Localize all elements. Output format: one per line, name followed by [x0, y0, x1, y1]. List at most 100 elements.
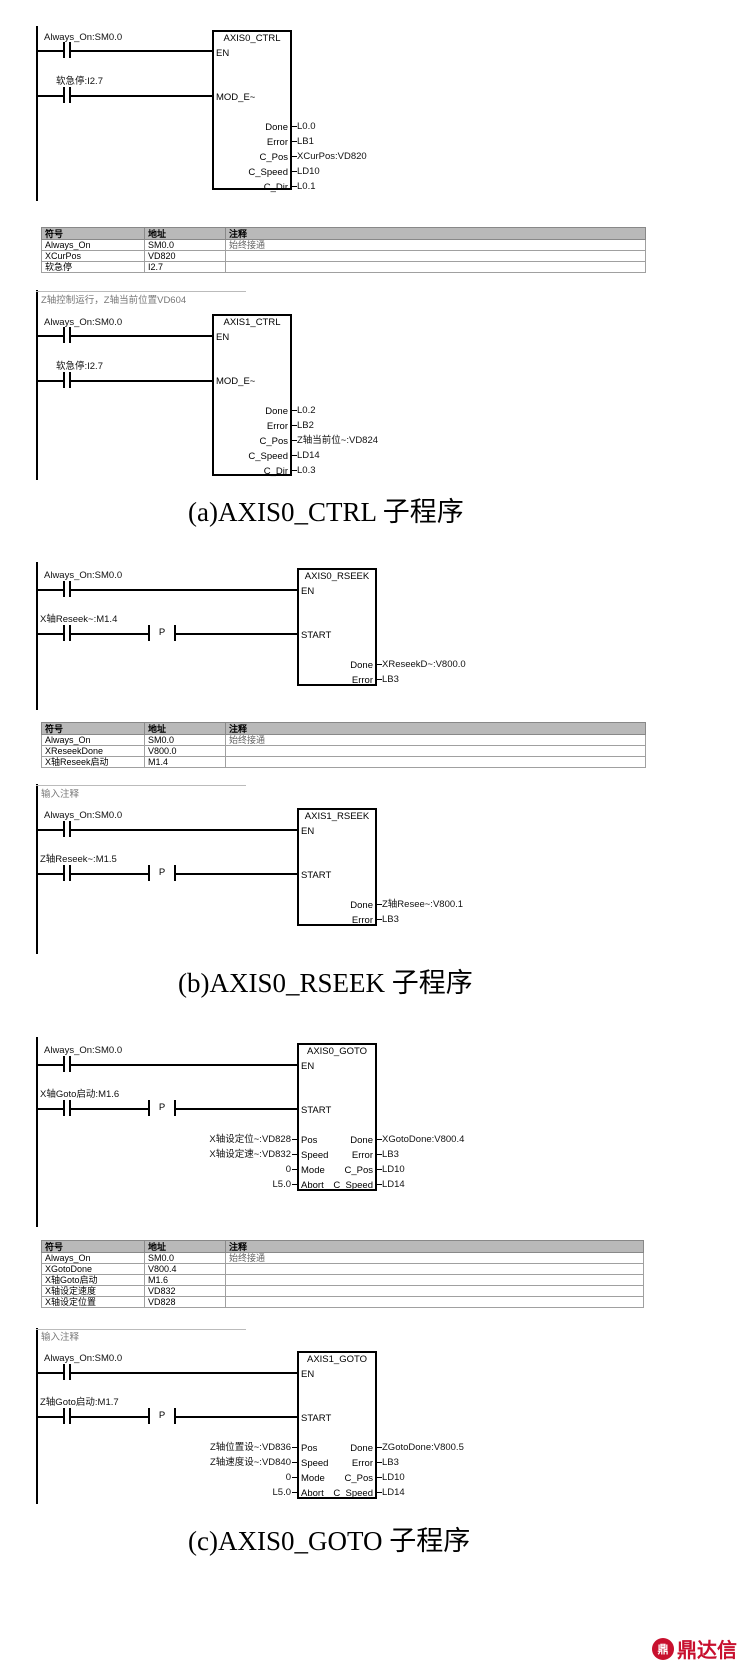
cell: V800.4 — [144, 1263, 226, 1275]
no-contact[interactable] — [63, 581, 71, 597]
wire — [71, 633, 149, 635]
pin-in: Abort — [301, 1488, 324, 1499]
no-contact[interactable] — [63, 1056, 71, 1072]
pin-stub — [291, 141, 297, 142]
no-contact[interactable] — [63, 327, 71, 343]
cell — [225, 1274, 644, 1286]
output-operand: LD10 — [382, 1164, 405, 1175]
function-block[interactable]: AXIS0_RSEEK EN START Done Error — [297, 568, 377, 686]
power-rail — [36, 1037, 38, 1227]
comment-divider — [36, 1329, 246, 1330]
pin-stub — [376, 1462, 382, 1463]
wire — [36, 50, 63, 52]
contact-label: X轴Goto启动:M1.6 — [40, 1089, 120, 1100]
contact-label: Z轴Reseek~:M1.5 — [40, 854, 117, 865]
output-operand: L0.1 — [297, 181, 316, 192]
pin-out: Error — [351, 915, 373, 926]
pin-out: Done — [350, 660, 373, 671]
contact-label: Always_On:SM0.0 — [44, 1353, 123, 1364]
pin-stub — [376, 1139, 382, 1140]
cell — [225, 1296, 644, 1308]
output-operand: L0.0 — [297, 121, 316, 132]
pin-stub — [376, 1154, 382, 1155]
table-row[interactable]: Always_On SM0.0 始终接通 — [41, 734, 646, 746]
pin-in: Pos — [301, 1135, 318, 1146]
positive-edge-contact[interactable]: P — [148, 1408, 176, 1424]
no-contact[interactable] — [63, 87, 71, 103]
logo-icon: 鼎 — [652, 1637, 674, 1660]
function-block[interactable]: AXIS0_GOTO EN START Pos Speed Mode Abort… — [297, 1043, 377, 1191]
pin-stub — [291, 425, 297, 426]
pin-stub — [291, 126, 297, 127]
column-header: 符号 — [41, 722, 145, 735]
table-row[interactable]: Always_On SM0.0 始终接通 — [41, 239, 646, 251]
cell: XGotoDone — [41, 1263, 145, 1275]
table-row[interactable]: X轴Goto启动 M1.6 — [41, 1274, 644, 1286]
no-contact[interactable] — [63, 42, 71, 58]
cell: XReseekDone — [41, 745, 145, 757]
symbol-table: 符号 地址 注释 Always_On SM0.0 始终接通 XCurPos VD… — [41, 227, 646, 273]
no-contact[interactable] — [63, 1408, 71, 1424]
table-row[interactable]: Always_On SM0.0 始终接通 — [41, 1252, 644, 1264]
no-contact[interactable] — [63, 865, 71, 881]
cell: VD820 — [144, 250, 226, 262]
no-contact[interactable] — [63, 1364, 71, 1380]
positive-edge-contact[interactable]: P — [148, 1100, 176, 1116]
table-row[interactable]: X轴设定位置 VD828 — [41, 1296, 644, 1308]
no-contact[interactable] — [63, 821, 71, 837]
wire — [71, 95, 213, 97]
positive-edge-contact[interactable]: P — [148, 625, 176, 641]
power-rail — [36, 562, 38, 710]
contact-label: X轴Reseek~:M1.4 — [40, 614, 118, 625]
pin-out: Done — [350, 1443, 373, 1454]
pin-in: Speed — [301, 1150, 329, 1161]
block-title: AXIS1_GOTO — [306, 1354, 367, 1365]
pin-stub — [376, 904, 382, 905]
pin-out: Done — [350, 900, 373, 911]
symbol-table: 符号 地址 注释 Always_On SM0.0 始终接通 XReseekDon… — [41, 722, 646, 768]
cell: SM0.0 — [144, 239, 226, 251]
no-contact[interactable] — [63, 372, 71, 388]
power-rail — [36, 784, 38, 954]
table-row[interactable]: X轴设定速度 VD832 — [41, 1285, 644, 1297]
no-contact[interactable] — [63, 1100, 71, 1116]
wire — [36, 380, 63, 382]
contact-label: Always_On:SM0.0 — [44, 810, 123, 821]
table-row[interactable]: XGotoDone V800.4 — [41, 1263, 644, 1275]
network-comment: 输入注释 — [41, 789, 80, 800]
table-row[interactable]: XReseekDone V800.0 — [41, 745, 646, 757]
pin-en: EN — [301, 826, 315, 837]
caption-a: (a)AXIS0_CTRL 子程序 — [188, 497, 464, 527]
cell: 始终接通 — [225, 734, 646, 746]
pin-stub — [376, 919, 382, 920]
function-block[interactable]: AXIS1_GOTO EN START Pos Speed Mode Abort… — [297, 1351, 377, 1499]
pin-out: Error — [351, 1150, 373, 1161]
cell — [225, 250, 646, 262]
no-contact[interactable] — [63, 625, 71, 641]
output-operand: XCurPos:VD820 — [297, 151, 367, 162]
table-row[interactable]: XCurPos VD820 — [41, 250, 646, 262]
pin-stub — [292, 1154, 298, 1155]
wire — [71, 1416, 149, 1418]
function-block[interactable]: AXIS1_RSEEK EN START Done Error — [297, 808, 377, 926]
pin-en: EN — [301, 1061, 315, 1072]
table-row[interactable]: X轴Reseek启动 M1.4 — [41, 756, 646, 768]
comment-divider — [36, 785, 246, 786]
pin-in: Abort — [301, 1180, 324, 1191]
function-block[interactable]: AXIS0_CTRL EN MOD_E~ Done Error C_Pos C_… — [212, 30, 292, 193]
edge-label: P — [158, 627, 166, 638]
wire — [176, 873, 298, 875]
pin-in: Mode — [301, 1473, 325, 1484]
pin-stub — [291, 171, 297, 172]
positive-edge-contact[interactable]: P — [148, 865, 176, 881]
pin-stub — [292, 1447, 298, 1448]
contact-label: Always_On:SM0.0 — [44, 317, 123, 328]
table-row[interactable]: 软急停 I2.7 — [41, 261, 646, 273]
output-operand: XGotoDone:V800.4 — [382, 1134, 465, 1145]
pin-out: C_Speed — [248, 451, 288, 462]
wire — [71, 50, 213, 52]
cell — [225, 745, 646, 757]
cell: SM0.0 — [144, 1252, 226, 1264]
function-block[interactable]: AXIS1_CTRL EN MOD_E~ Done Error C_Pos C_… — [212, 314, 292, 477]
pin-stub — [376, 664, 382, 665]
